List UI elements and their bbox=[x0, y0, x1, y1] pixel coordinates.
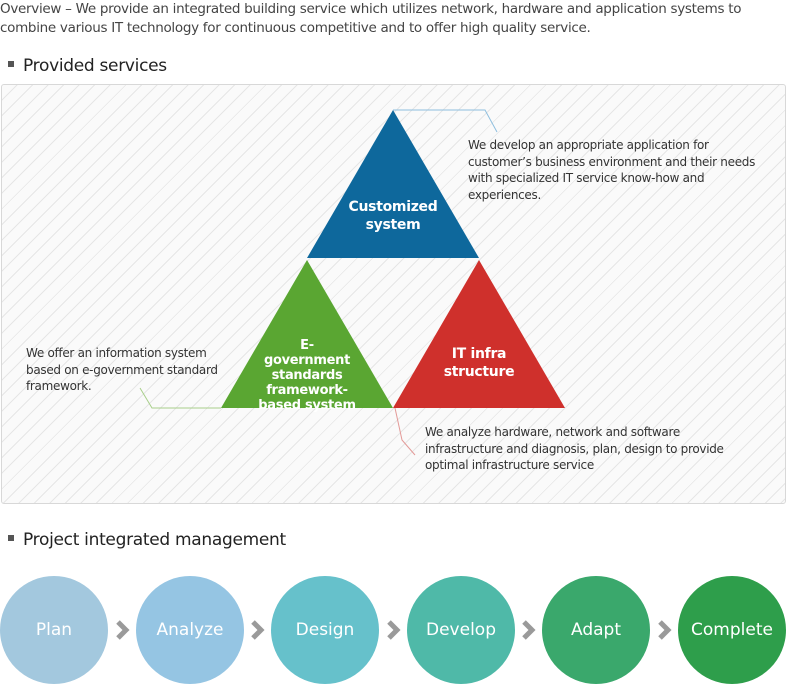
chevron-right-icon bbox=[116, 620, 130, 640]
step-design: Design bbox=[271, 576, 379, 684]
overview-text: Overview – We provide an integrated buil… bbox=[0, 1, 742, 36]
leader-line-egov bbox=[139, 387, 221, 409]
step-adapt: Adapt bbox=[542, 576, 650, 684]
leader-line-infra bbox=[394, 407, 416, 456]
services-diagram bbox=[139, 109, 565, 456]
customized-description: We develop an appropriate application fo… bbox=[468, 138, 756, 202]
section-title-text: Provided services bbox=[23, 56, 167, 76]
customized-triangle bbox=[307, 110, 479, 258]
section-title-provided-services: Provided services bbox=[8, 56, 167, 76]
leader-line-customized bbox=[393, 109, 498, 133]
chevron-right-icon bbox=[251, 620, 265, 640]
square-bullet-icon bbox=[8, 61, 14, 67]
chevron-right-icon bbox=[658, 620, 672, 640]
step-complete: Complete bbox=[678, 576, 786, 684]
chevron-right-icon bbox=[522, 620, 536, 640]
section-title-project-management: Project integrated management bbox=[8, 530, 286, 550]
chevron-right-icon bbox=[387, 620, 401, 640]
step-plan: Plan bbox=[0, 576, 108, 684]
infra-triangle bbox=[393, 260, 565, 408]
step-analyze: Analyze bbox=[136, 576, 244, 684]
egov-triangle bbox=[221, 260, 393, 408]
infra-description: We analyze hardware, network and softwar… bbox=[425, 425, 724, 472]
square-bullet-icon bbox=[8, 535, 14, 541]
section-title-text: Project integrated management bbox=[23, 530, 286, 550]
egov-description: We offer an information system based on … bbox=[26, 346, 218, 393]
step-develop: Develop bbox=[407, 576, 515, 684]
